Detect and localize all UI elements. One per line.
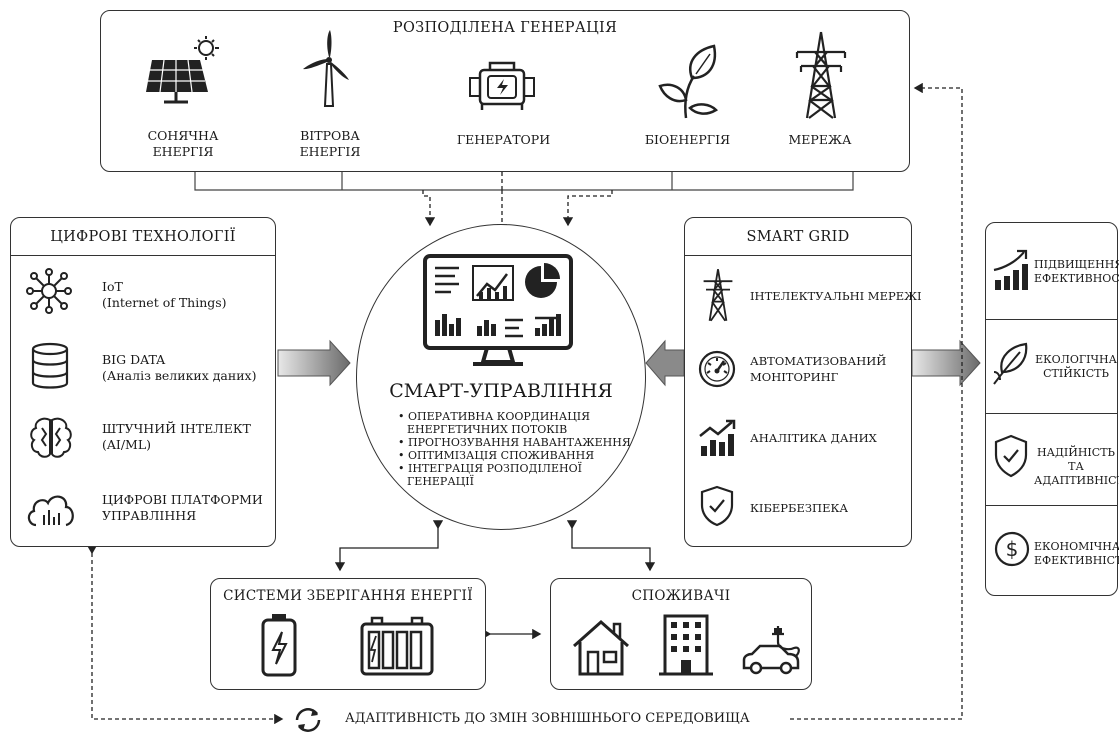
leaf-icon — [992, 342, 1030, 386]
digital-item-ai: ШТУЧНИЙ ІНТЕЛЕКТ(AI/ML) — [102, 421, 251, 452]
bullet-item-cont: ГЕНЕРАЦІЇ — [407, 475, 474, 488]
outcomes-divider — [985, 413, 1118, 414]
cloud-platform-icon — [26, 485, 76, 529]
power-tower-icon — [793, 30, 849, 120]
footer-text: АДАПТИВНІСТЬ ДО ЗМІН ЗОВНІШНЬОГО СЕРЕДОВ… — [345, 711, 750, 726]
smartgrid-item-networks: ІНТЕЛЕКТУАЛЬНІ МЕРЕЖІ — [750, 289, 922, 303]
battery-icon — [260, 612, 298, 678]
smartgrid-item-cybersecurity: КІБЕРБЕЗПЕКА — [750, 501, 849, 515]
smartgrid-panel — [684, 217, 912, 547]
dollar-coin-icon: $ — [993, 530, 1031, 568]
digital-item-iot: IoT(Internet of Things) — [102, 279, 227, 310]
electric-car-icon — [740, 620, 810, 676]
office-building-icon — [657, 610, 715, 676]
digital-title: ЦИФРОВІ ТЕХНОЛОГІЇ — [50, 229, 236, 245]
smartgrid-title: SMART GRID — [746, 229, 850, 245]
smartgrid-divider — [684, 255, 912, 256]
solar-panel-icon — [142, 36, 222, 108]
storage-panel — [210, 578, 486, 690]
battery-bank-icon — [360, 616, 434, 676]
svg-text:$: $ — [1006, 537, 1019, 561]
network-nodes-icon — [26, 268, 72, 314]
smartgrid-item-analytics: АНАЛІТИКА ДАНИХ — [750, 431, 877, 445]
generation-to-center-arrows — [422, 164, 613, 234]
storage-title: СИСТЕМИ ЗБЕРІГАННЯ ЕНЕРГІЇ — [223, 588, 473, 604]
digital-item-bigdata: BIG DATA(Аналіз великих даних) — [102, 352, 257, 383]
smart-control-bullets: • ОПЕРАТИВНА КООРДИНАЦІЯ ЕНЕРГЕТИЧНИХ ПО… — [398, 410, 638, 488]
digital-to-center-arrow — [277, 339, 351, 387]
smartgrid-to-outcomes-arrow — [911, 339, 981, 387]
shield-check-icon — [699, 485, 735, 527]
plant-icon — [656, 44, 722, 120]
center-to-bottom-arrows — [334, 520, 656, 640]
digital-divider — [10, 255, 276, 256]
generation-label-grid: МЕРЕЖА — [788, 132, 852, 147]
outcomes-divider — [985, 319, 1118, 320]
dashboard-monitor-icon — [423, 254, 573, 370]
generation-label-bio: БІОЕНЕРГІЯ — [644, 132, 731, 147]
bullet-item: • ПРОГНОЗУВАННЯ НАВАНТАЖЕННЯ — [398, 436, 631, 449]
generation-title: РОЗПОДІЛЕНА ГЕНЕРАЦІЯ — [392, 20, 618, 36]
generation-bracket — [194, 172, 854, 191]
outcomes-divider — [985, 505, 1118, 506]
bullet-item-cont: ЕНЕРГЕТИЧНИХ ПОТОКІВ — [407, 423, 568, 436]
house-icon — [570, 618, 632, 676]
growth-chart-icon — [992, 248, 1030, 292]
consumers-title: СПОЖИВАЧІ — [631, 588, 731, 604]
generator-icon — [466, 58, 538, 114]
generation-label-generators: ГЕНЕРАТОРИ — [456, 132, 551, 147]
shield-check-icon — [993, 434, 1029, 478]
feedback-loop — [86, 82, 963, 725]
bullet-item: • ОПЕРАТИВНА КООРДИНАЦІЯ — [398, 410, 591, 423]
digital-panel — [10, 217, 276, 547]
outcome-efficiency: ПІДВИЩЕННЯЕФЕКТИВНОСТІ — [1034, 258, 1119, 285]
analytics-chart-icon — [698, 418, 738, 458]
bullet-item: • ОПТИМІЗАЦІЯ СПОЖИВАННЯ — [398, 449, 595, 462]
generation-panel — [100, 10, 910, 172]
database-icon — [30, 342, 70, 390]
smartgrid-to-center-arrow — [645, 339, 685, 387]
smart-control-title: СМАРТ-УПРАВЛІННЯ — [389, 380, 613, 402]
power-tower-icon — [700, 268, 736, 322]
outcome-reliability: НАДІЙНІСТЬ ТААДАПТИВНІСТЬ — [1034, 446, 1119, 487]
brain-icon — [28, 416, 74, 460]
refresh-cycle-icon — [293, 706, 323, 734]
bullet-item: • ІНТЕГРАЦІЯ РОЗПОДІЛЕНОЇ — [398, 462, 582, 475]
outcome-economy: ЕКОНОМІЧНАЕФЕКТИВНІСТЬ — [1034, 540, 1119, 567]
wind-turbine-icon — [301, 28, 357, 108]
gauge-icon — [697, 349, 737, 389]
